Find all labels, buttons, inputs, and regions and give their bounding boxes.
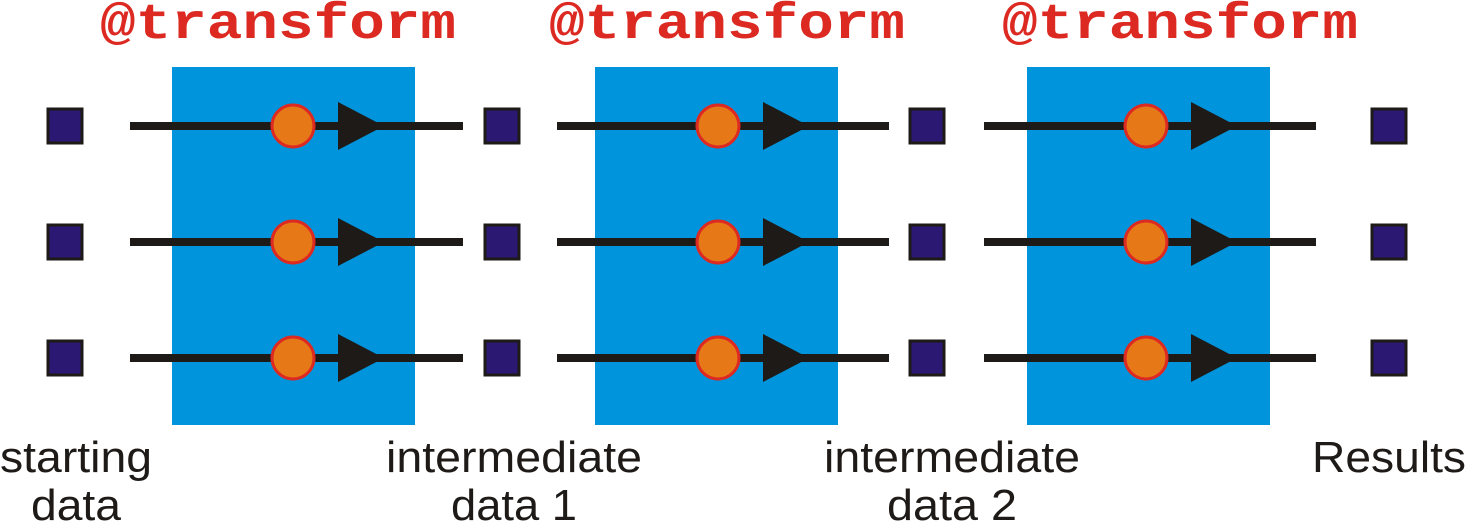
arrow-head-icon [1191, 102, 1237, 150]
transform-node [270, 219, 316, 265]
stage-title-3: @transform [1002, 0, 1358, 54]
transform-node [1123, 335, 1169, 381]
data-label-intermediate2-line1: intermediate [824, 433, 1080, 482]
transform-node [695, 335, 741, 381]
arrow-head-icon [338, 334, 384, 382]
data-label-starting-line2: data [31, 481, 122, 524]
data-label-intermediate1-line2: data 1 [451, 481, 577, 524]
data-item-square [483, 107, 521, 145]
arrow-head-icon [763, 218, 809, 266]
transform-node [695, 219, 741, 265]
transform-node [270, 103, 316, 149]
data-item-square [46, 339, 84, 377]
stage-title-2: @transform [549, 0, 905, 54]
data-item-square [1370, 107, 1408, 145]
data-item-square [908, 339, 946, 377]
data-item-square [1370, 339, 1408, 377]
data-item-square [46, 223, 84, 261]
data-item-square [46, 107, 84, 145]
transform-node [695, 103, 741, 149]
transform-node [270, 335, 316, 381]
arrow-head-icon [1191, 334, 1237, 382]
arrow-head-icon [763, 334, 809, 382]
data-label-intermediate2-line2: data 2 [887, 481, 1017, 524]
transform-node [1123, 103, 1169, 149]
arrow-head-icon [763, 102, 809, 150]
data-label-starting-line1: starting [0, 433, 152, 482]
stage-title-1: @transform [100, 0, 456, 54]
data-item-square [1370, 223, 1408, 261]
arrow-head-icon [1191, 218, 1237, 266]
data-item-square [908, 107, 946, 145]
data-label-results: Results [1312, 433, 1466, 482]
data-item-square [483, 339, 521, 377]
data-item-square [483, 223, 521, 261]
arrow-head-icon [338, 218, 384, 266]
data-label-intermediate1-line1: intermediate [386, 433, 642, 482]
transform-node [1123, 219, 1169, 265]
arrow-head-icon [338, 102, 384, 150]
data-item-square [908, 223, 946, 261]
